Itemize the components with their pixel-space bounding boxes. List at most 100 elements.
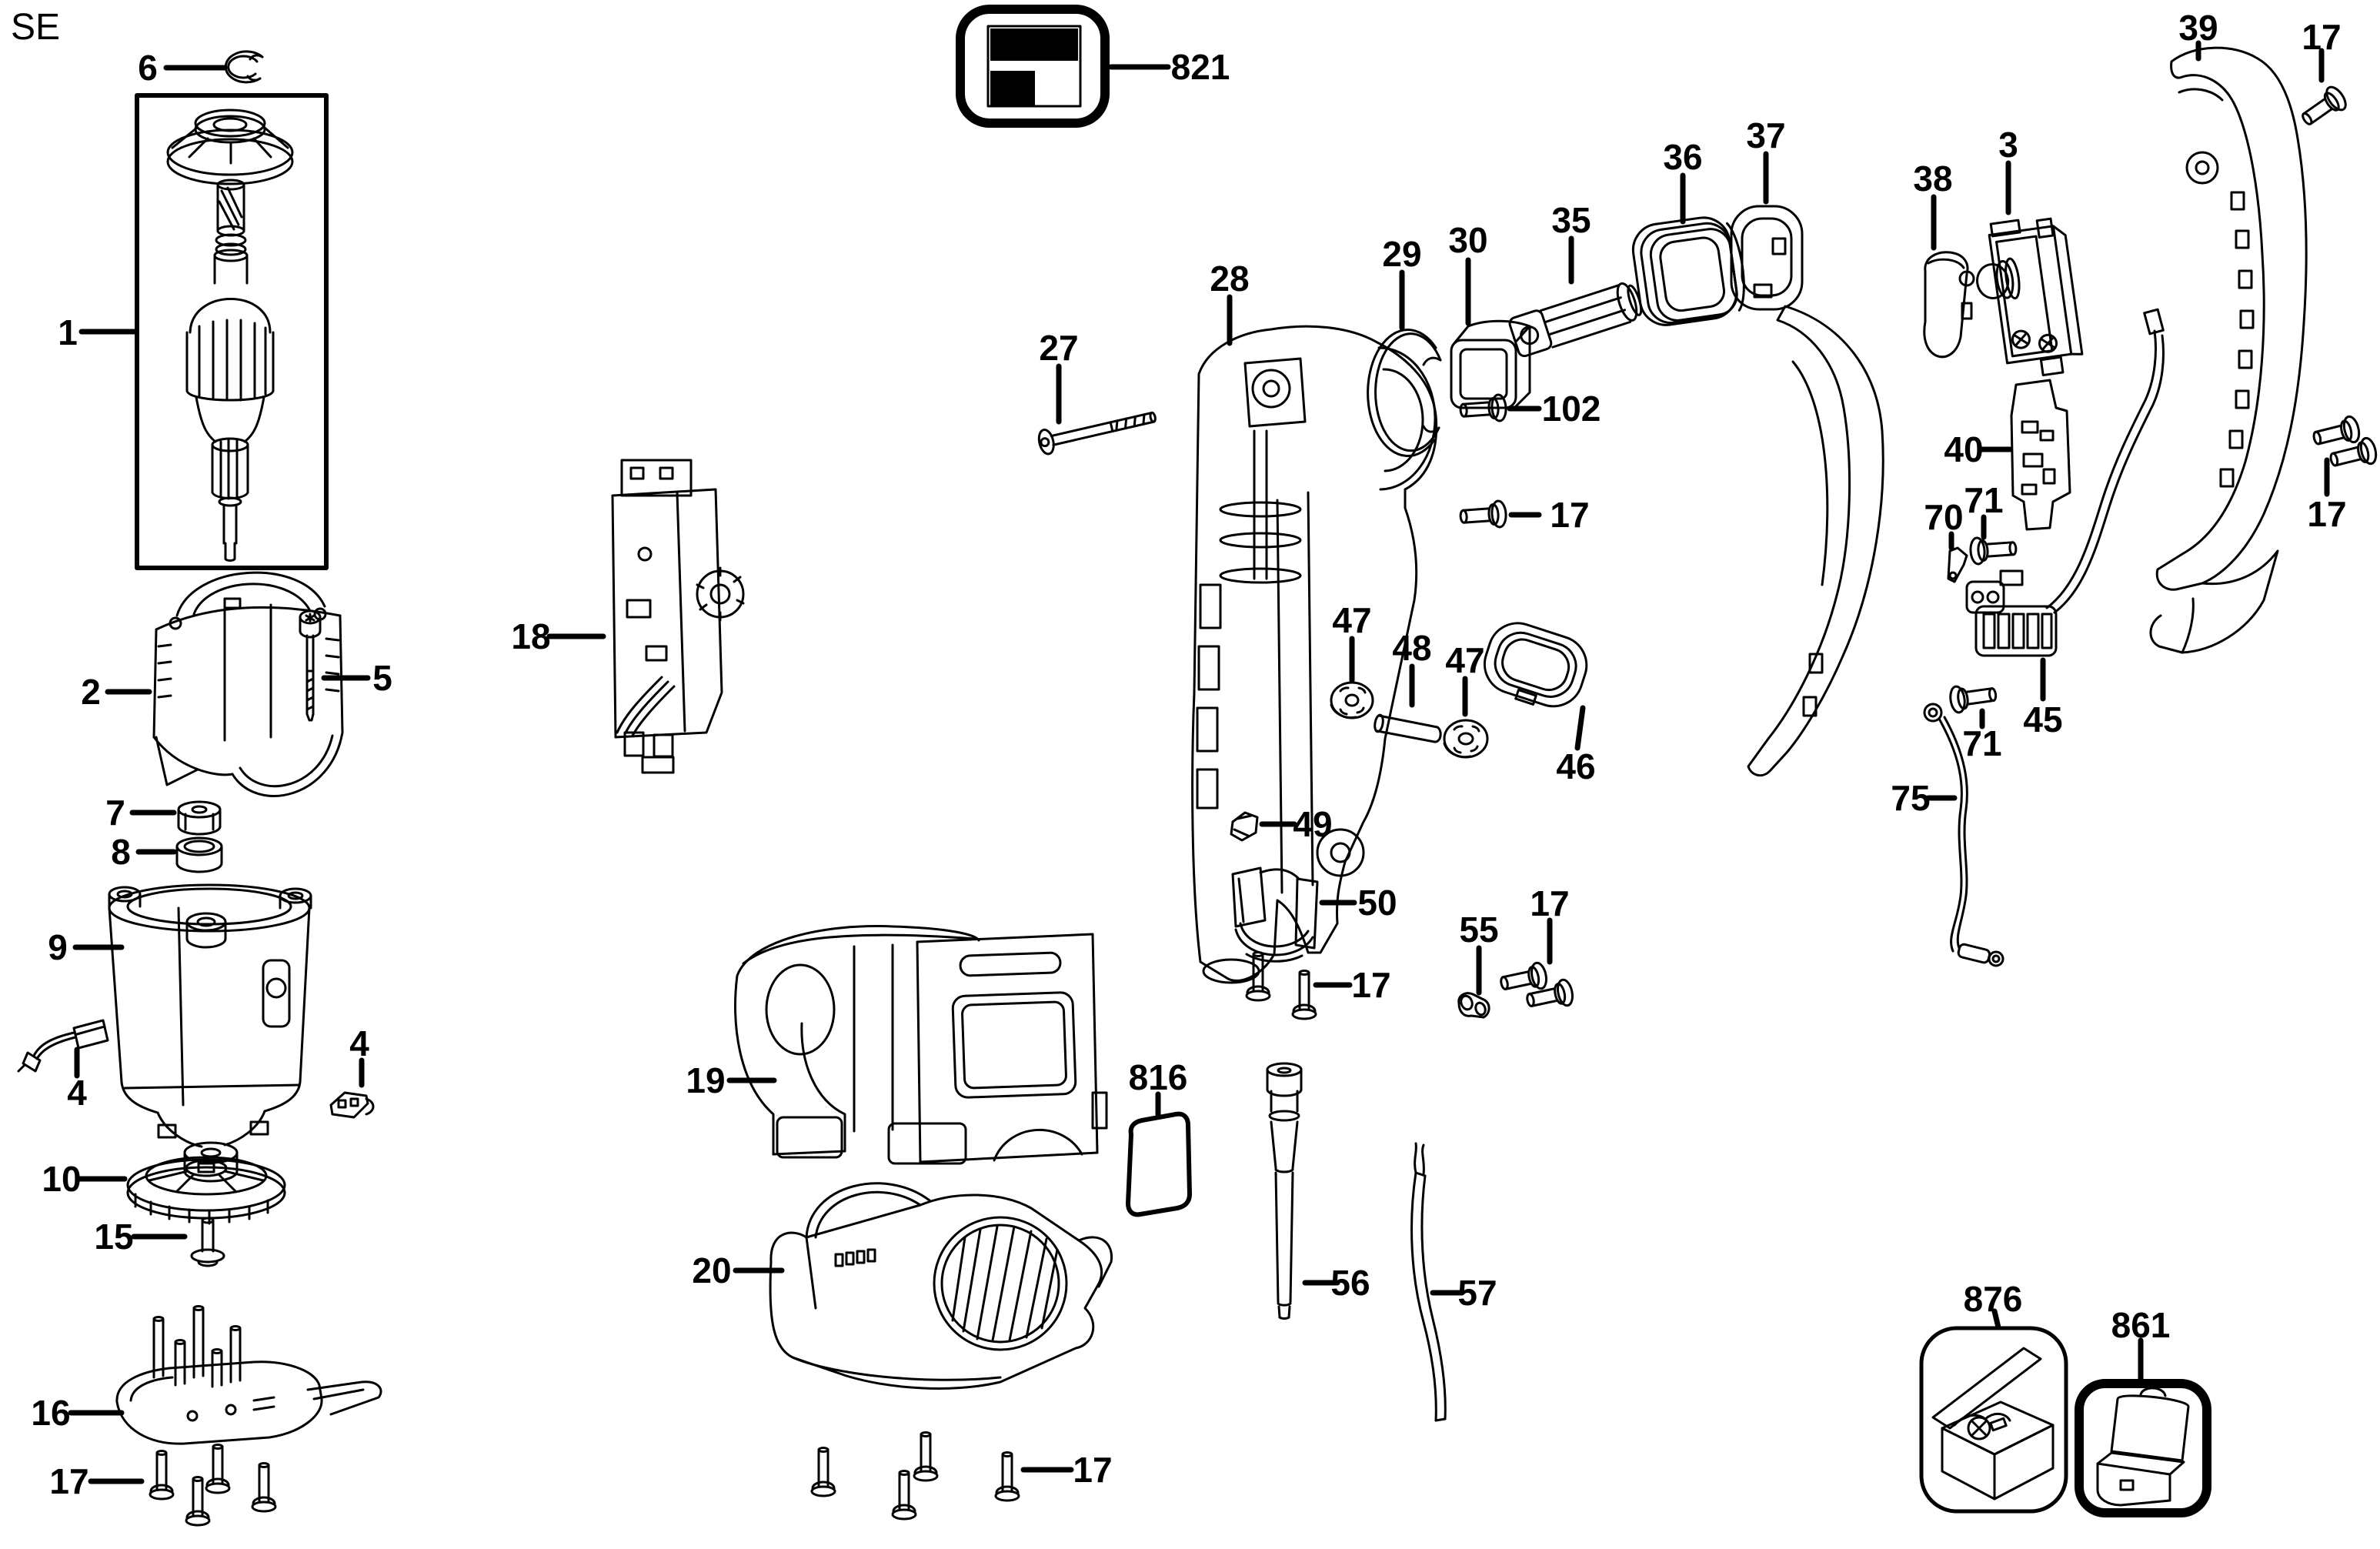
part-label-17-bottom-middle: 17: [1073, 1450, 1113, 1490]
part-label-71-lower: 71: [1962, 723, 2002, 763]
part-label-17-mid-right: 17: [1550, 495, 1590, 535]
part-label-9: 9: [48, 927, 68, 967]
part-71-screw-upper: [1968, 534, 2018, 566]
part-56-tool-holder: [1266, 1062, 1303, 1320]
part-70-lever: [1947, 546, 1968, 583]
part-1-armature-box: [135, 93, 329, 570]
part-label-821: 821: [1170, 47, 1230, 87]
part-label-4-left: 4: [67, 1073, 87, 1113]
part-37-handle-ring: [1730, 205, 1884, 777]
part-label-49: 49: [1293, 804, 1333, 844]
part-46-gasket: [1483, 622, 1588, 708]
part-label-876: 876: [1963, 1279, 2023, 1319]
part-28-gear-housing: [1191, 325, 1438, 984]
part-4-brush-assembly: [17, 1019, 109, 1073]
part-50-yoke: [1231, 866, 1319, 963]
part-label-47-left: 47: [1332, 600, 1372, 640]
part-label-71-upper: 71: [1964, 480, 2004, 520]
part-49-clip: [1230, 811, 1259, 842]
part-label-17-bottom-left: 17: [49, 1461, 89, 1501]
part-8-spacer-ring: [175, 836, 223, 873]
part-71-screw-lower: [1948, 679, 1999, 715]
part-39-handle-shell: [2149, 46, 2308, 654]
part-816-warning-label: [1126, 1111, 1192, 1217]
part-20-lower-clamshell: [769, 1182, 1113, 1390]
part-19-motor-shroud: [733, 925, 1108, 1165]
part-label-3: 3: [1998, 125, 2018, 165]
part-27-bolt: [1037, 411, 1157, 456]
part-17-screws-bottom-middle: [810, 1431, 1020, 1521]
part-label-18: 18: [511, 616, 551, 656]
part-5-bolt: [299, 609, 322, 722]
part-17-screws-right-pair: [2309, 413, 2380, 475]
part-40-electronics-module: [2010, 379, 2071, 531]
part-label-17-near-clamp: 17: [1530, 883, 1570, 923]
part-label-816: 816: [1128, 1057, 1188, 1097]
part-47-isolator-disc-right: [1443, 719, 1489, 759]
part-label-102: 102: [1541, 389, 1601, 429]
part-15-screw: [190, 1217, 225, 1267]
part-label-15: 15: [94, 1217, 134, 1257]
part-label-57: 57: [1457, 1273, 1497, 1313]
part-label-40: 40: [1944, 429, 1984, 469]
part-label-8: 8: [111, 832, 131, 872]
part-label-36: 36: [1663, 137, 1703, 177]
part-label-1: 1: [58, 312, 78, 352]
part-label-7: 7: [105, 793, 125, 833]
leader-lines: [68, 40, 2330, 1484]
part-29-retaining-ring: [1367, 329, 1442, 458]
part-10-fan: [126, 1156, 286, 1225]
part-3-switch: [1976, 217, 2084, 377]
part-label-46: 46: [1556, 746, 1596, 786]
part-label-48: 48: [1392, 628, 1432, 668]
page-code: SE: [11, 7, 61, 48]
part-18-switch-module: [611, 459, 745, 774]
part-label-10: 10: [42, 1159, 82, 1199]
part-label-56: 56: [1330, 1263, 1370, 1303]
part-label-16: 16: [31, 1393, 71, 1433]
part-label-6: 6: [138, 48, 158, 88]
part-label-50: 50: [1357, 883, 1397, 923]
part-label-38: 38: [1913, 159, 1953, 199]
part-48-pin: [1374, 713, 1442, 743]
part-821-label-badge: [956, 5, 1110, 128]
part-57-power-cord: [1410, 1142, 1447, 1422]
part-label-35: 35: [1551, 200, 1591, 240]
part-17-screw-top-right: [2295, 82, 2351, 133]
part-label-20: 20: [692, 1250, 732, 1290]
part-16-air-baffle: [115, 1305, 382, 1445]
part-label-29: 29: [1382, 234, 1422, 274]
part-861-kit-box: [2075, 1379, 2211, 1517]
part-label-75: 75: [1891, 778, 1931, 818]
part-label-30: 30: [1448, 220, 1488, 260]
part-47-isolator-disc-left: [1330, 681, 1374, 719]
part-label-27: 27: [1039, 328, 1079, 368]
part-label-2: 2: [81, 672, 101, 712]
part-label-5: 5: [372, 658, 392, 698]
part-38-trigger: [1923, 251, 1975, 359]
part-7-bearing: [177, 800, 222, 836]
part-label-17-below-yoke: 17: [1351, 965, 1391, 1005]
part-label-55: 55: [1459, 910, 1499, 950]
part-label-17-top-right: 17: [2302, 17, 2342, 57]
part-75-ground-wire: [1923, 703, 2004, 967]
part-45-connector-harness: [1965, 308, 2165, 657]
part-9-motor-housing: [108, 883, 312, 1183]
part-17-screws-bottom-left: [149, 1444, 277, 1527]
part-label-37: 37: [1746, 115, 1786, 155]
part-label-861: 861: [2111, 1305, 2171, 1345]
part-30-dust-boot: [1450, 319, 1531, 409]
part-label-39: 39: [2178, 8, 2218, 48]
part-label-45: 45: [2023, 699, 2063, 739]
part-6-snap-ring: [224, 50, 264, 84]
part-label-19: 19: [686, 1060, 726, 1100]
part-4-brush-clip: [329, 1091, 375, 1119]
part-876-packaging-box: [1919, 1326, 2068, 1514]
part-2-stator: [152, 571, 344, 797]
part-label-28: 28: [1210, 259, 1250, 299]
part-label-4-right: 4: [349, 1023, 369, 1063]
part-label-70: 70: [1924, 497, 1964, 537]
part-17-screw-mid-right: [1458, 499, 1508, 531]
